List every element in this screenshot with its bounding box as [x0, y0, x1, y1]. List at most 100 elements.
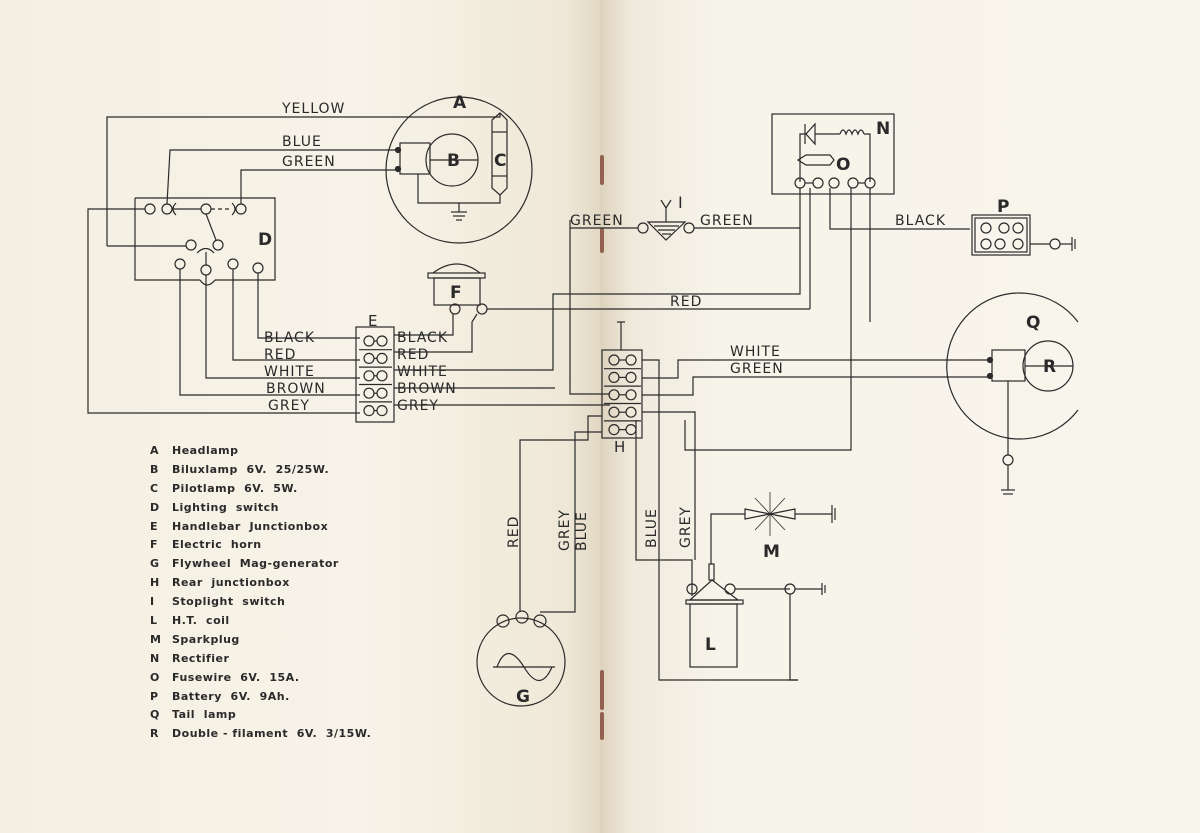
binding-thread — [600, 712, 604, 740]
junction-h-terminal — [608, 354, 637, 366]
wire-label-e-left-2: WHITE — [264, 364, 315, 380]
wire-label-e-right-1: RED — [397, 347, 429, 363]
legend-text: Fusewire 6V. 15A. — [172, 670, 300, 684]
wire-label-tail-white: WHITE — [730, 344, 781, 360]
legend-text: Pilotlamp 6V. 5W. — [172, 481, 298, 495]
junction-box-e — [355, 326, 395, 423]
label-p: P — [997, 197, 1009, 217]
wire-label-e-left-1: RED — [264, 347, 296, 363]
legend-text: Tail lamp — [172, 708, 237, 722]
label-g: G — [516, 687, 530, 707]
junction-h-terminal — [604, 402, 641, 418]
legend-item: Q Tail lamp — [150, 708, 371, 727]
label-f: F — [450, 283, 462, 303]
legend-text: Lighting switch — [172, 500, 279, 514]
label-h: H — [614, 438, 625, 456]
legend-text: Handlebar Junctionbox — [172, 519, 329, 533]
legend-text: Rear junctionbox — [172, 576, 290, 590]
stoplight-switch-i — [570, 199, 800, 241]
binding-thread — [600, 228, 604, 253]
junction-h-terminal — [604, 385, 641, 401]
wire-label-battery: BLACK — [895, 213, 946, 229]
component-labels: A B C D E F G H I L M N O P Q R — [258, 93, 1056, 707]
label-b: B — [447, 151, 460, 171]
left-page — [0, 0, 600, 833]
right-page — [600, 0, 1200, 833]
legend-key: L — [150, 614, 158, 628]
legend-key: R — [150, 727, 159, 741]
wire-label-stop-right: GREEN — [700, 213, 754, 229]
binding-thread — [600, 155, 604, 185]
rectifier-n — [771, 113, 895, 195]
legend-key: A — [150, 444, 160, 457]
wire-label-e-left-3: BROWN — [266, 381, 326, 397]
legend-item: E Handlebar Junctionbox — [150, 520, 371, 539]
label-a: A — [453, 93, 467, 113]
legend-key: I — [150, 595, 155, 609]
legend-text: Headlamp — [172, 444, 239, 457]
horn-f — [394, 263, 810, 353]
legend-item: N Rectifier — [150, 652, 371, 671]
legend-item: O Fusewire 6V. 15A. — [150, 671, 371, 690]
binding-thread — [600, 670, 604, 710]
legend-text: Electric horn — [172, 538, 262, 552]
legend-key: N — [150, 651, 160, 665]
wire-label-blue: BLUE — [282, 134, 322, 150]
wire-label-e-left-4: GREY — [268, 398, 310, 414]
legend-key: F — [150, 538, 159, 552]
wire-label-yellow: YELLOW — [281, 101, 345, 117]
label-l: L — [705, 635, 716, 655]
wire-label-coil-grey: GREY — [678, 506, 694, 548]
wire-label-tail-green: GREEN — [730, 361, 784, 377]
legend-item: I Stoplight switch — [150, 595, 371, 614]
junction-box-h — [519, 321, 990, 681]
legend-text: Sparkplug — [172, 632, 240, 646]
ht-coil-l — [635, 420, 826, 681]
legend-key: M — [150, 632, 162, 646]
legend-key: G — [150, 557, 160, 571]
legend-item: P Battery 6V. 9Ah. — [150, 690, 371, 709]
legend-text: Double - filament 6V. 3/15W. — [172, 727, 372, 741]
junction-h-terminal — [604, 368, 641, 383]
legend-item: A Headlamp — [150, 444, 371, 463]
wire-label-stop-left: GREEN — [570, 213, 624, 229]
wire-label-e-right-4: GREY — [397, 398, 439, 414]
label-o: O — [836, 155, 850, 175]
label-n: N — [876, 119, 890, 139]
wires-front — [87, 113, 501, 414]
legend-key: Q — [150, 708, 160, 722]
wire-label-green: GREEN — [282, 154, 336, 170]
label-c: C — [494, 151, 506, 171]
wire-label-e-right-0: BLACK — [397, 330, 448, 346]
legend-key: B — [150, 462, 159, 476]
legend-key: O — [150, 670, 160, 684]
flywheel-generator-g — [476, 610, 566, 707]
wire-label-gen-red: RED — [506, 516, 522, 548]
wire-label-e-right-3: BROWN — [397, 381, 457, 397]
legend-text: Battery 6V. 9Ah. — [172, 689, 290, 703]
junction-e-terminal — [359, 383, 392, 399]
wire-label-red-top: RED — [670, 294, 702, 310]
junction-e-terminal — [359, 401, 392, 417]
junction-h-terminal — [604, 420, 641, 436]
legend-key: H — [150, 576, 160, 590]
label-i: I — [678, 193, 683, 212]
legend-key: C — [150, 481, 159, 495]
legend-text: Rectifier — [172, 651, 230, 665]
wire-labels: YELLOW BLUE GREEN BLACK RED WHITE BROWN … — [264, 101, 946, 551]
legend-item: F Electric horn — [150, 538, 371, 557]
wire-label-coil-blue: BLUE — [644, 508, 660, 548]
legend-key: E — [150, 519, 159, 533]
legend-key: P — [150, 689, 159, 703]
legend-item: R Double - filament 6V. 3/15W. — [150, 727, 371, 746]
legend-text: Stoplight switch — [172, 595, 286, 609]
legend-item: C Pilotlamp 6V. 5W. — [150, 482, 371, 501]
sparkplug-m — [744, 492, 836, 536]
label-d: D — [258, 230, 272, 250]
